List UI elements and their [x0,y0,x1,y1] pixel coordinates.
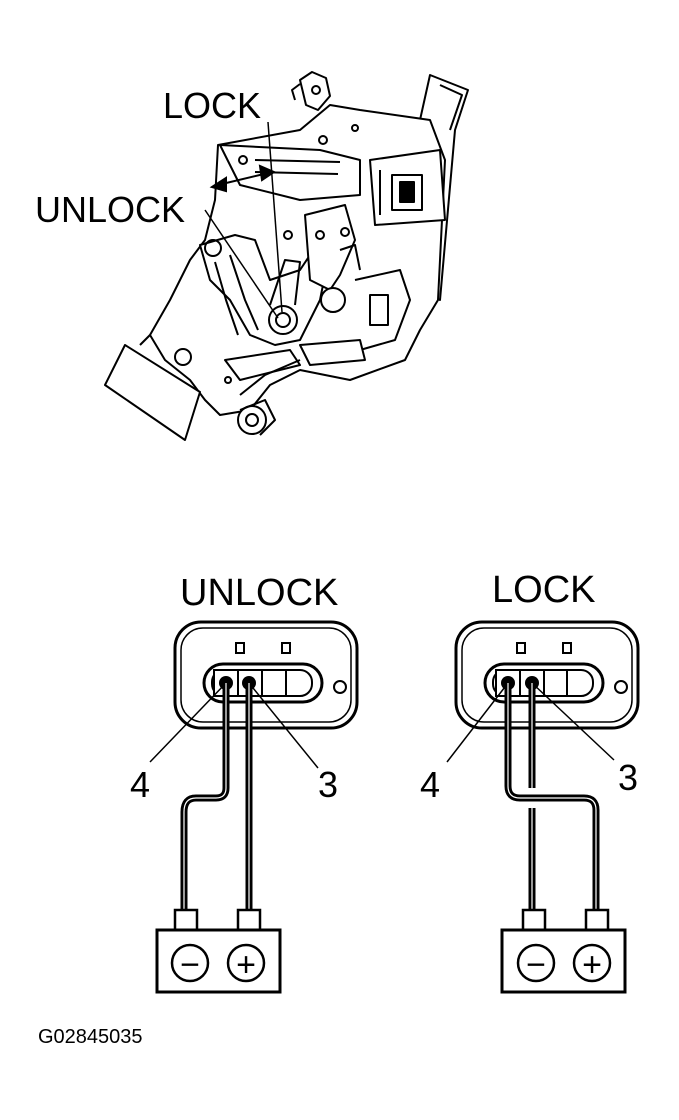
door-lock-assembly [104,71,469,441]
positive-symbol: + [582,946,602,984]
negative-symbol: − [526,946,546,984]
terminal-3-label: 3 [318,764,338,805]
positive-terminal [572,943,612,983]
lock-wires [504,683,600,912]
lock-panel: LOCK 4 3 − + [420,569,640,994]
motor-block [104,344,201,441]
lock-panel-title: LOCK [492,569,595,611]
movement-arrow [209,164,277,193]
terminal-3-label: 3 [618,757,638,798]
unlock-wires [180,683,253,912]
figure-id: G02845035 [38,1026,143,1048]
unlock-panel-title: UNLOCK [180,572,338,614]
negative-terminal [516,943,556,983]
lock-label: LOCK [163,85,261,126]
pivot-knob [268,305,298,335]
unlock-panel: UNLOCK 4 3 − + [130,572,359,994]
negative-terminal [170,943,210,983]
positive-symbol: + [236,946,256,984]
terminal-4-label: 4 [420,764,440,805]
terminal-4-label: 4 [130,764,150,805]
unlock-label: UNLOCK [35,189,185,230]
positive-terminal [226,943,266,983]
leader-lines [204,121,283,319]
negative-symbol: − [180,946,200,984]
